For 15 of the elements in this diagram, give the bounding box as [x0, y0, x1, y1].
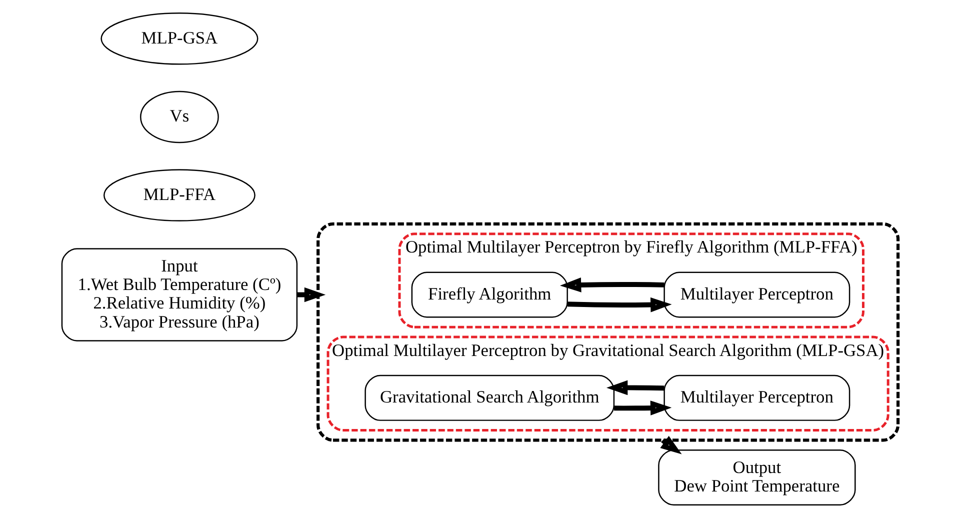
node-box: Input 1.Wet Bulb Temperature (Cº) 2.Relative Humidity (%) 3.Vapor Pressure (hPa): [61, 248, 298, 342]
arrow: [560, 278, 664, 292]
arrow: [567, 297, 672, 312]
node-box: Output Dew Point Temperature: [658, 450, 856, 506]
node-ellipse: MLP-GSA: [100, 12, 258, 65]
node-box: Multilayer Perceptron: [664, 374, 850, 421]
node-box: Firefly Algorithm: [411, 272, 568, 318]
node-box: Multilayer Perceptron: [664, 272, 850, 318]
arrow: [297, 287, 326, 302]
node-box: Gravitational Search Algorithm: [364, 374, 615, 421]
arrow: [606, 380, 664, 396]
cluster: [316, 222, 900, 442]
arrow: [614, 400, 672, 416]
node-ellipse: Vs: [140, 90, 219, 144]
node-ellipse: MLP-FFA: [103, 169, 256, 222]
